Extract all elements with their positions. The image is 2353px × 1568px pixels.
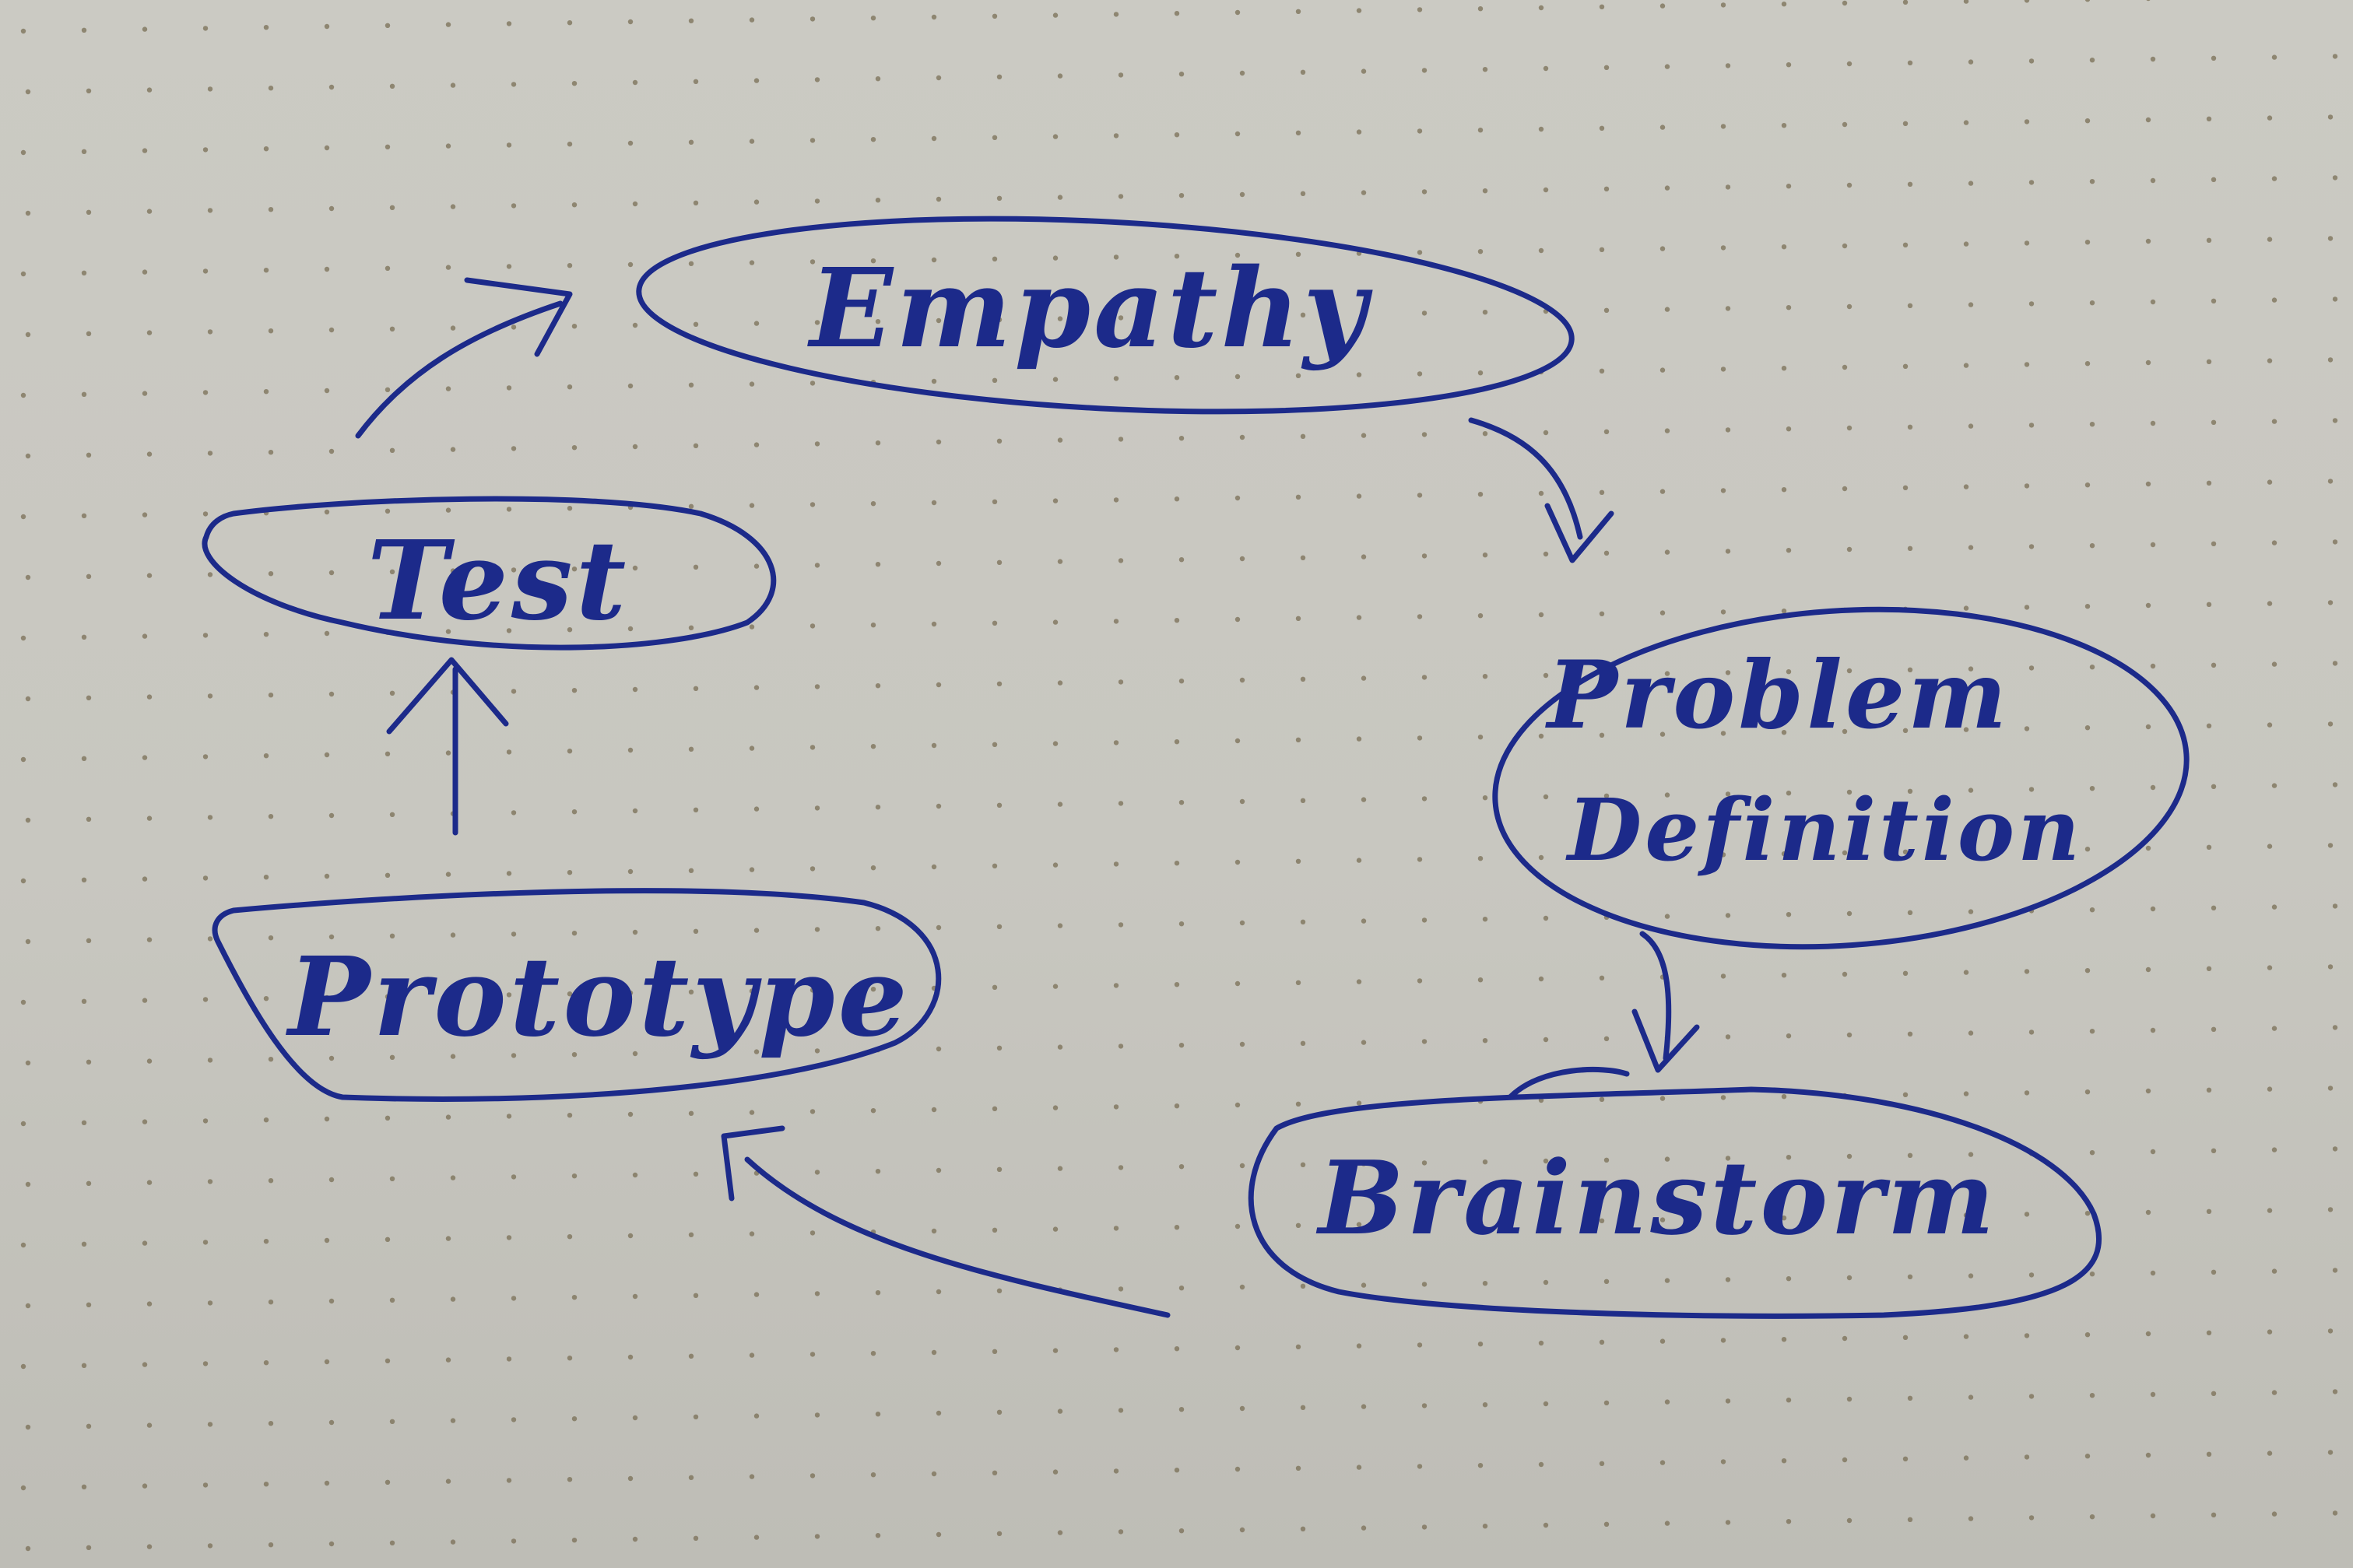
- node-prototype: Prototype: [212, 888, 942, 1102]
- edge-prototype-to-test: [386, 657, 509, 836]
- node-problem-definition: Problem Definition: [1492, 606, 2190, 950]
- node-label-brainstorm: Brainstorm: [1315, 1138, 1998, 1258]
- edge-brainstorm-to-prototype: [721, 1125, 1171, 1318]
- node-label-test: Test: [367, 517, 630, 645]
- edge-empathy-to-problem: [1468, 417, 1614, 563]
- edge-test-to-empathy: [355, 277, 573, 439]
- node-empathy: Empathy: [636, 216, 1575, 415]
- node-brainstorm: Brainstorm: [1248, 1066, 2102, 1319]
- node-label-empathy: Empathy: [806, 245, 1373, 373]
- dot-grid: [20, 0, 2338, 1552]
- node-label-definition: Definition: [1565, 780, 2083, 880]
- edge-problem-to-brainstorm: [1631, 931, 1700, 1073]
- node-label-problem: Problem: [1545, 640, 2010, 750]
- node-label-prototype: Prototype: [285, 934, 910, 1061]
- node-test: Test: [202, 496, 777, 651]
